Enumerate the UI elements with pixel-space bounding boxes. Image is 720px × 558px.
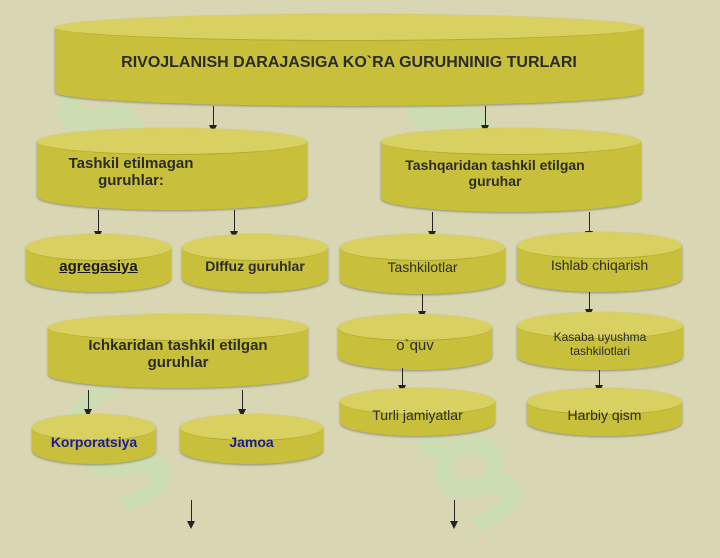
various-societies-node: Turli jamiyatlar: [340, 388, 495, 436]
aggregation-label: agregasiya: [59, 257, 138, 275]
trade-unions-label: Kasaba uyushma tashkilotlari: [553, 330, 647, 358]
organizations-label: Tashkilotlar: [387, 259, 458, 275]
production-node: Ishlab chiqarish: [517, 232, 682, 292]
arrow: [481, 106, 489, 133]
arrow: [428, 212, 436, 239]
root-label: RIVOJLANISH DARAJASIGA KO`RA GURUHNINIG …: [121, 54, 577, 71]
military-unit-node: Harbiy qism: [527, 388, 682, 436]
education-node: o`quv: [338, 314, 492, 370]
root-node: RIVOJLANISH DARAJASIGA KO`RA GURUHNINIG …: [55, 14, 643, 106]
aggregation-node: agregasiya: [26, 234, 171, 292]
arrow: [84, 390, 92, 417]
trade-unions-node: Kasaba uyushma tashkilotlari: [517, 312, 683, 370]
arrow: [450, 500, 458, 529]
diffuse-groups-node: DIffuz guruhlar: [182, 234, 328, 292]
unorganized-groups-node: Tashkil etilmagan guruhlar:: [37, 128, 307, 210]
arrow: [94, 210, 102, 239]
corporation-node: Korporatsiya: [32, 414, 156, 464]
arrow: [209, 106, 217, 133]
internally-organized-label: Ichkaridan tashkil etilgan guruhlar: [88, 337, 268, 371]
corporation-label: Korporatsiya: [50, 434, 138, 450]
diffuse-groups-label: DIffuz guruhlar: [205, 258, 305, 274]
military-unit-label: Harbiy qism: [567, 407, 642, 423]
team-label: Jamoa: [229, 434, 274, 450]
various-societies-label: Turli jamiyatlar: [372, 407, 463, 423]
arrow: [238, 390, 246, 417]
externally-organized-node: Tashqaridan tashkil etilgan guruhar: [381, 128, 641, 212]
externally-organized-label: Tashqaridan tashkil etilgan guruhar: [405, 157, 585, 189]
education-label: o`quv: [396, 336, 434, 354]
internally-organized-node: Ichkaridan tashkil etilgan guruhlar: [48, 314, 308, 388]
arrow: [418, 294, 426, 319]
unorganized-groups-label: Tashkil etilmagan guruhlar:: [68, 155, 194, 189]
arrow: [398, 368, 406, 393]
arrow: [595, 370, 603, 393]
arrow: [230, 210, 238, 239]
arrow: [585, 292, 593, 317]
production-label: Ishlab chiqarish: [550, 257, 649, 273]
arrow: [187, 500, 195, 529]
arrow: [585, 212, 593, 239]
organizations-node: Tashkilotlar: [340, 234, 505, 294]
team-node: Jamoa: [180, 414, 323, 464]
